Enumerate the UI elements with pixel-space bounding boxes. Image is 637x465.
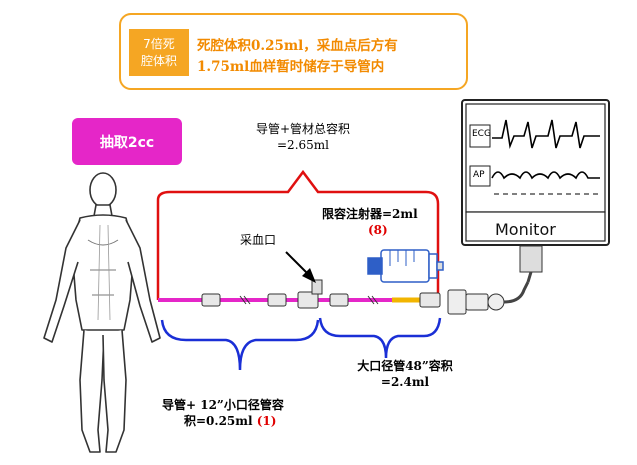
dead-space-tag: 7倍死 腔体积 xyxy=(129,29,189,76)
ap-label: AP xyxy=(473,170,485,180)
tag-line-2: 腔体积 xyxy=(140,53,177,68)
human-figure xyxy=(43,172,161,453)
monitor-cable xyxy=(503,281,530,304)
tag-line-1: 7倍死 xyxy=(143,36,175,51)
small-tube-label: 导管+ 12”小口径管容 积=0.25ml (1) xyxy=(162,397,284,429)
sampling-port-label: 采血口 xyxy=(240,233,277,247)
total-volume-brace xyxy=(156,169,440,300)
syringe xyxy=(367,249,444,283)
large-tube-line-1: 大口径管48”容积 xyxy=(357,359,453,373)
total-volume-line-2: =2.65ml xyxy=(277,138,329,152)
small-tube-line-1: 导管+ 12”小口径管容 xyxy=(162,398,284,412)
pressure-transducer xyxy=(447,289,505,315)
large-tube-line-2: =2.4ml xyxy=(380,375,430,389)
callout-line-1: 死腔体积0.25ml，采血点后方有 xyxy=(197,38,398,54)
monitor xyxy=(461,99,610,283)
syringe-ref: (8) xyxy=(368,223,388,237)
monitor-label: Monitor xyxy=(495,220,556,239)
ecg-label: ECG xyxy=(472,129,491,139)
draw-2cc-label: 抽取2cc xyxy=(99,134,155,151)
small-tube-brace xyxy=(160,319,320,371)
callout-line-2: 1.75ml血样暂时储存于导管内 xyxy=(197,59,385,75)
small-tube-line-2: 积=0.25ml xyxy=(184,414,253,428)
syringe-label: 限容注射器=2ml xyxy=(322,207,418,221)
total-volume-label: 导管+管材总容积 =2.65ml xyxy=(236,121,370,153)
large-tube-brace xyxy=(318,317,442,359)
connectors xyxy=(201,291,441,309)
large-tube-label: 大口径管48”容积 =2.4ml xyxy=(345,358,465,390)
total-volume-line-1: 导管+管材总容积 xyxy=(255,122,351,136)
small-tube-ref: (1) xyxy=(256,414,277,428)
callout-text: 死腔体积0.25ml，采血点后方有 1.75ml血样暂时储存于导管内 xyxy=(197,36,462,78)
draw-2cc-button[interactable]: 抽取2cc xyxy=(72,118,182,165)
sampling-port xyxy=(285,251,323,295)
